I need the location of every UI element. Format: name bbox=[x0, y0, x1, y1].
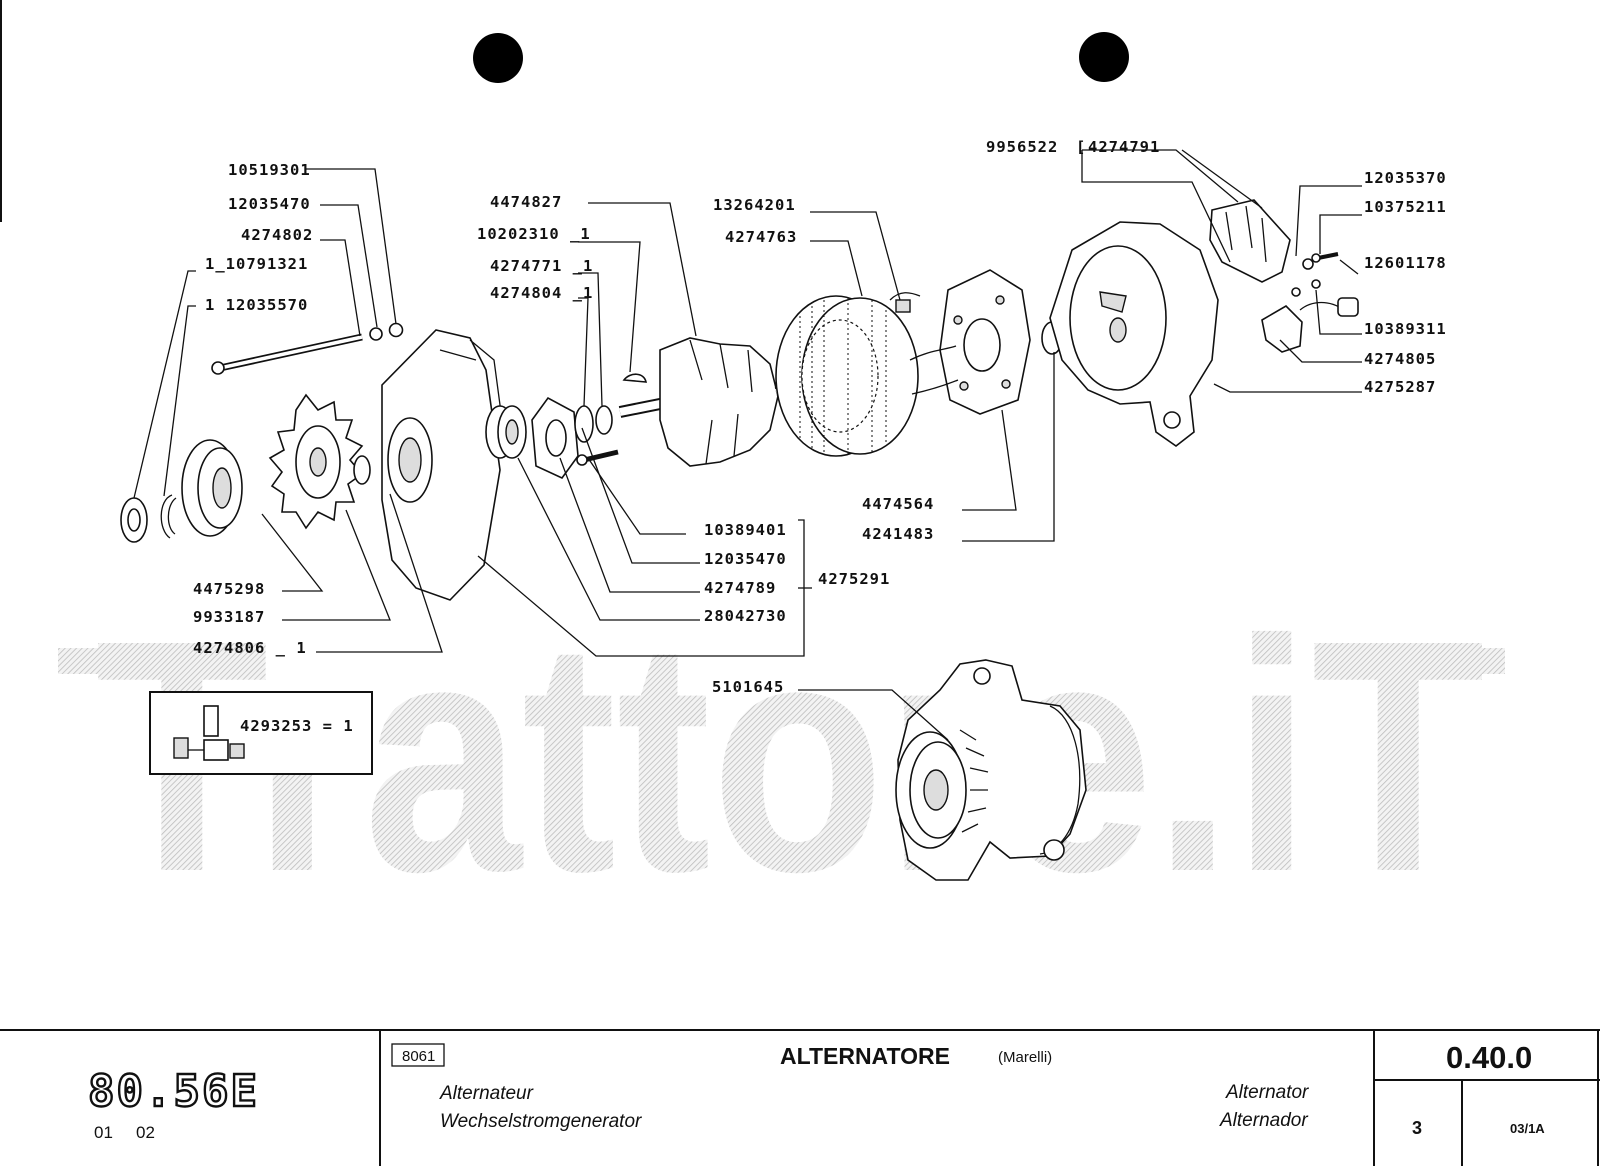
front-housing bbox=[381, 329, 507, 601]
watermark-bar-left bbox=[58, 648, 233, 674]
callout-12035570: 1 12035570 bbox=[205, 296, 308, 314]
brush-kit-box: 4293253 = 1 bbox=[149, 691, 373, 775]
rotor bbox=[618, 337, 802, 467]
title-german: Wechselstromgenerator bbox=[440, 1111, 642, 1132]
callout-4241483: 4241483 bbox=[862, 525, 934, 543]
callout-4274763: 4274763 bbox=[725, 228, 797, 246]
rectifier-assembly bbox=[909, 269, 1031, 415]
callout-9933187: 9933187 bbox=[193, 608, 265, 626]
callout-4275287: 4275287 bbox=[1364, 378, 1436, 396]
callout-4474564: 4474564 bbox=[862, 495, 934, 513]
callout-12035470-b: 12035470 bbox=[704, 550, 787, 568]
callout-4274791: 4274791 bbox=[1088, 138, 1160, 156]
kit-part-number: 4293253 = 1 bbox=[240, 717, 354, 735]
fan bbox=[268, 393, 371, 530]
regulator-washer bbox=[1302, 258, 1314, 270]
stator bbox=[775, 292, 921, 457]
lock-washer bbox=[369, 327, 383, 341]
page-title-sub: (Marelli) bbox=[998, 1049, 1052, 1066]
pulley-nut bbox=[120, 497, 148, 543]
exploded-view bbox=[120, 199, 1359, 601]
callout-10375211: 10375211 bbox=[1364, 198, 1447, 216]
spring-washer bbox=[160, 494, 177, 539]
callout-4274806: 4274806 _ 1 bbox=[193, 639, 307, 657]
callout-bracket-4274791: [ bbox=[1076, 138, 1086, 156]
callout-labels: 10519301 12035470 4274802 1_10791321 1 1… bbox=[193, 138, 1447, 696]
model-number: 80.56E bbox=[88, 1066, 259, 1117]
callout-10389311: 10389311 bbox=[1364, 320, 1447, 338]
front-bearing bbox=[485, 405, 527, 459]
brush-holder bbox=[1261, 279, 1359, 353]
callout-4274789: 4274789 bbox=[704, 579, 776, 597]
woodruff-key bbox=[622, 373, 647, 383]
callout-4275291: 4275291 bbox=[818, 570, 890, 588]
revision-code: 03/1A bbox=[1510, 1121, 1545, 1136]
callout-12601178: 12601178 bbox=[1364, 254, 1447, 272]
model-variant-01: 01 bbox=[94, 1123, 113, 1142]
title-block: 80.56E 01 02 8061 ALTERNATORE (Marelli) … bbox=[0, 1029, 1600, 1166]
callout-10519301: 10519301 bbox=[228, 161, 311, 179]
small-nut bbox=[388, 322, 404, 338]
callout-10202310: 10202310 _1 bbox=[477, 225, 591, 243]
group-code: 8061 bbox=[402, 1048, 435, 1065]
title-spanish: Alternador bbox=[1219, 1110, 1308, 1131]
brush-kit-icon bbox=[173, 705, 245, 761]
title-french: Alternateur bbox=[439, 1083, 534, 1104]
page-title: ALTERNATORE bbox=[780, 1043, 950, 1069]
callout-4274771: 4274771 _1 bbox=[490, 257, 593, 275]
rear-housing bbox=[1049, 221, 1219, 447]
callout-4474827: 4474827 bbox=[490, 193, 562, 211]
callout-13264201: 13264201 bbox=[713, 196, 796, 214]
callout-4475298: 4475298 bbox=[193, 580, 265, 598]
callout-10389401: 10389401 bbox=[704, 521, 787, 539]
sheet-number: 3 bbox=[1412, 1118, 1422, 1138]
callout-4274802: 4274802 bbox=[241, 226, 313, 244]
callout-28042730: 28042730 bbox=[704, 607, 787, 625]
spacer-ring-2 bbox=[595, 405, 613, 435]
punch-hole-left bbox=[473, 33, 523, 83]
leader-lines bbox=[133, 149, 1362, 741]
through-bolt bbox=[211, 333, 363, 375]
callout-4274805: 4274805 bbox=[1364, 350, 1436, 368]
callout-12035470-a: 12035470 bbox=[228, 195, 311, 213]
callout-12035370: 12035370 bbox=[1364, 169, 1447, 187]
page-code: 0.40.0 bbox=[1446, 1040, 1532, 1075]
model-variant-02: 02 bbox=[136, 1123, 155, 1142]
callout-4274804: 4274804 _1 bbox=[490, 284, 593, 302]
watermark-bar-right bbox=[1318, 648, 1505, 674]
regulator-screw bbox=[1311, 252, 1339, 263]
pulley bbox=[181, 439, 243, 537]
callout-5101645: 5101645 bbox=[712, 678, 784, 696]
title-english: Alternator bbox=[1225, 1082, 1309, 1103]
spacer-ring bbox=[574, 405, 594, 443]
callout-9956522: 9956522 bbox=[986, 138, 1058, 156]
callout-10791321: 1_10791321 bbox=[205, 255, 308, 273]
plate-screw bbox=[576, 449, 619, 466]
group-code-box bbox=[391, 1043, 445, 1067]
retainer-plate bbox=[531, 396, 579, 480]
voltage-regulator bbox=[1209, 199, 1291, 283]
punch-hole-right bbox=[1079, 32, 1129, 82]
assembled-alternator bbox=[895, 659, 1087, 881]
